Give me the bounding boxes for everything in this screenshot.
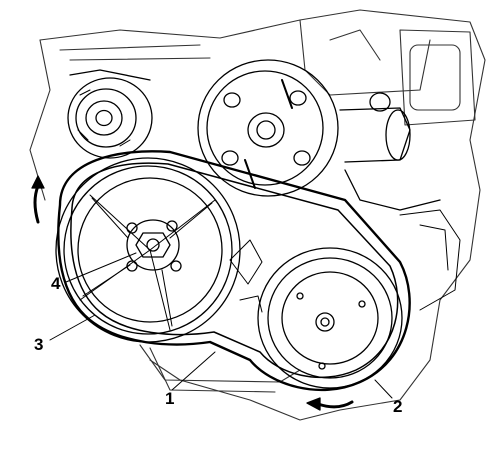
power-steering-pulley xyxy=(197,59,339,197)
idler-pulley xyxy=(67,69,153,159)
callout-crankshaft-pulley: 3 xyxy=(34,335,44,354)
callout-crankshaft-bolt: 4 xyxy=(51,274,61,293)
crankshaft-bolt xyxy=(126,219,182,272)
leader-lines xyxy=(49,252,393,399)
callout-belt: 1 xyxy=(165,389,175,408)
pump-fitting xyxy=(339,92,441,211)
rotation-arrow-bottom xyxy=(306,397,354,411)
serpentine-belt xyxy=(57,150,411,392)
callout-compressor-pulley: 2 xyxy=(393,397,403,416)
rotation-arrow-left xyxy=(31,175,45,224)
bracket-detail xyxy=(229,209,461,313)
compressor-pulley xyxy=(257,247,403,389)
